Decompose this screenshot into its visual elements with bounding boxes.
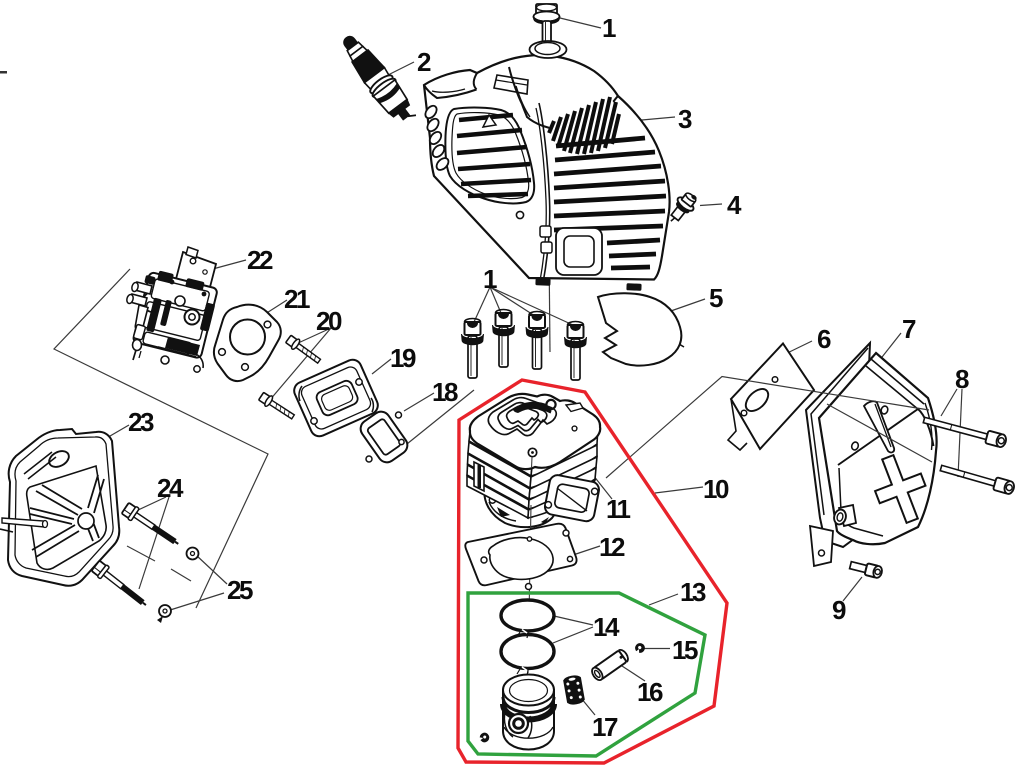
svg-text:25: 25 bbox=[227, 575, 253, 605]
svg-text:16: 16 bbox=[637, 677, 663, 707]
svg-text:9: 9 bbox=[832, 595, 846, 625]
svg-text:14: 14 bbox=[593, 612, 620, 642]
svg-text:19: 19 bbox=[390, 343, 416, 373]
svg-text:3: 3 bbox=[678, 104, 692, 134]
svg-text:1: 1 bbox=[602, 13, 616, 43]
svg-text:5: 5 bbox=[709, 283, 723, 313]
svg-text:1: 1 bbox=[483, 264, 497, 294]
svg-text:15: 15 bbox=[672, 635, 698, 665]
svg-text:24: 24 bbox=[157, 473, 184, 503]
svg-text:7: 7 bbox=[902, 314, 916, 344]
svg-text:12: 12 bbox=[599, 532, 625, 562]
svg-text:22: 22 bbox=[247, 245, 273, 275]
svg-text:21: 21 bbox=[284, 284, 310, 314]
svg-text:18: 18 bbox=[432, 377, 458, 407]
svg-text:10: 10 bbox=[703, 474, 729, 504]
svg-text:8: 8 bbox=[955, 364, 969, 394]
svg-text:20: 20 bbox=[316, 306, 342, 336]
svg-text:13: 13 bbox=[680, 577, 706, 607]
svg-text:6: 6 bbox=[817, 324, 831, 354]
svg-text:11: 11 bbox=[606, 494, 631, 524]
svg-text:2: 2 bbox=[417, 47, 431, 77]
svg-text:23: 23 bbox=[128, 407, 154, 437]
svg-text:17: 17 bbox=[592, 712, 618, 742]
